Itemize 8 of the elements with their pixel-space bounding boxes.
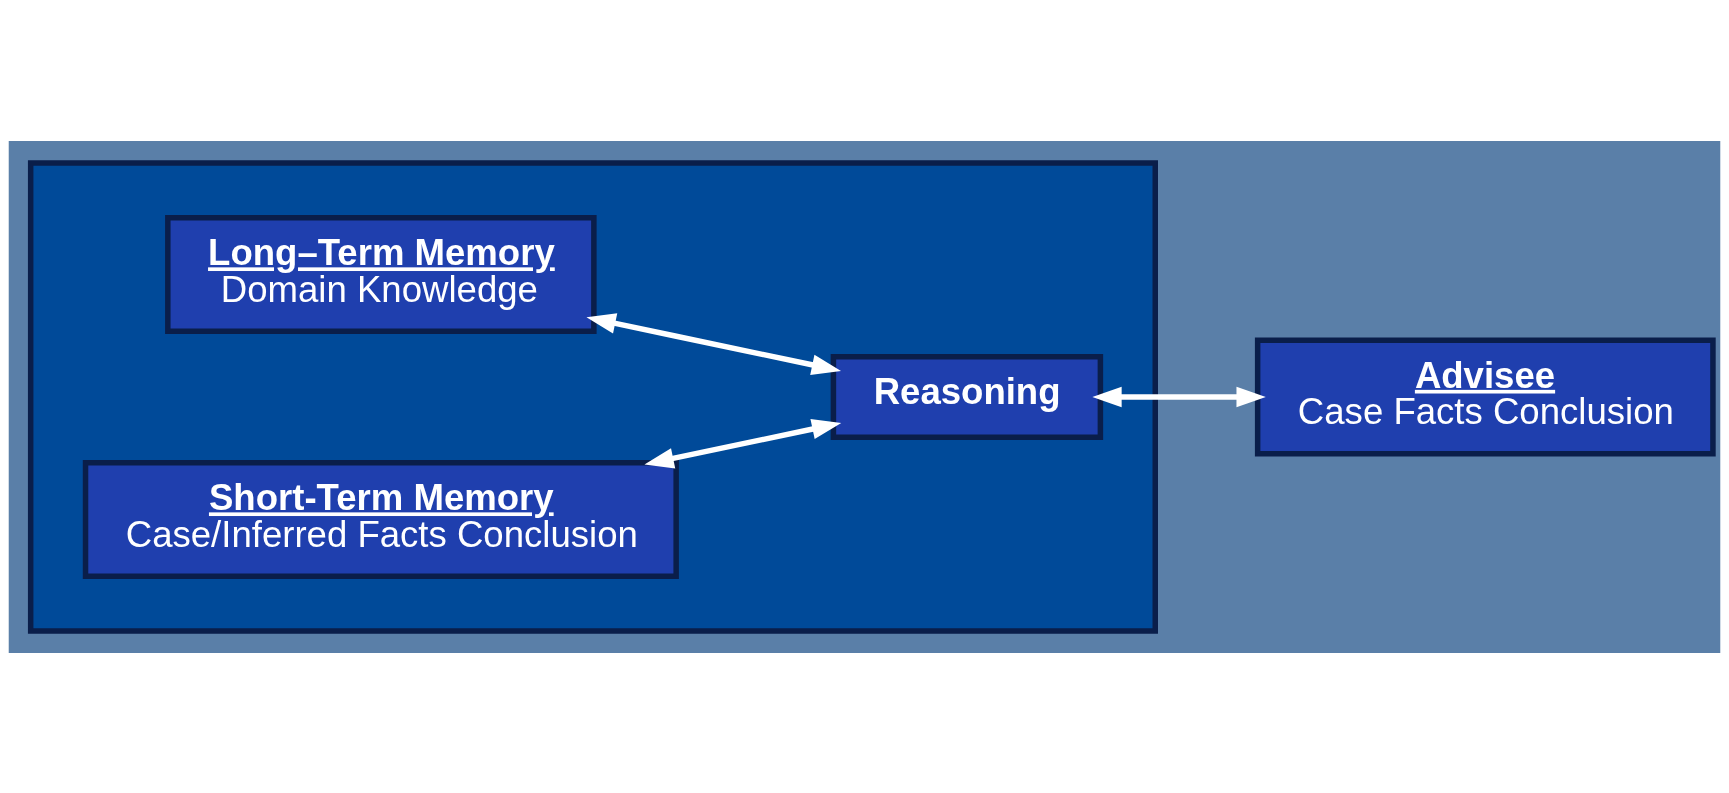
node-box: Advisee Case Facts Conclusion bbox=[1254, 337, 1716, 456]
arrow bbox=[644, 418, 842, 468]
node-box: Reasoning bbox=[830, 353, 1104, 440]
node-box: Short-Term Memory Case/Inferred Facts Conclusion bbox=[82, 459, 679, 579]
arrow bbox=[1092, 386, 1266, 407]
cluster bbox=[27, 159, 1158, 634]
arrow bbox=[586, 312, 842, 375]
node-box: Long–Term Memory Domain Knowledge bbox=[165, 214, 597, 334]
